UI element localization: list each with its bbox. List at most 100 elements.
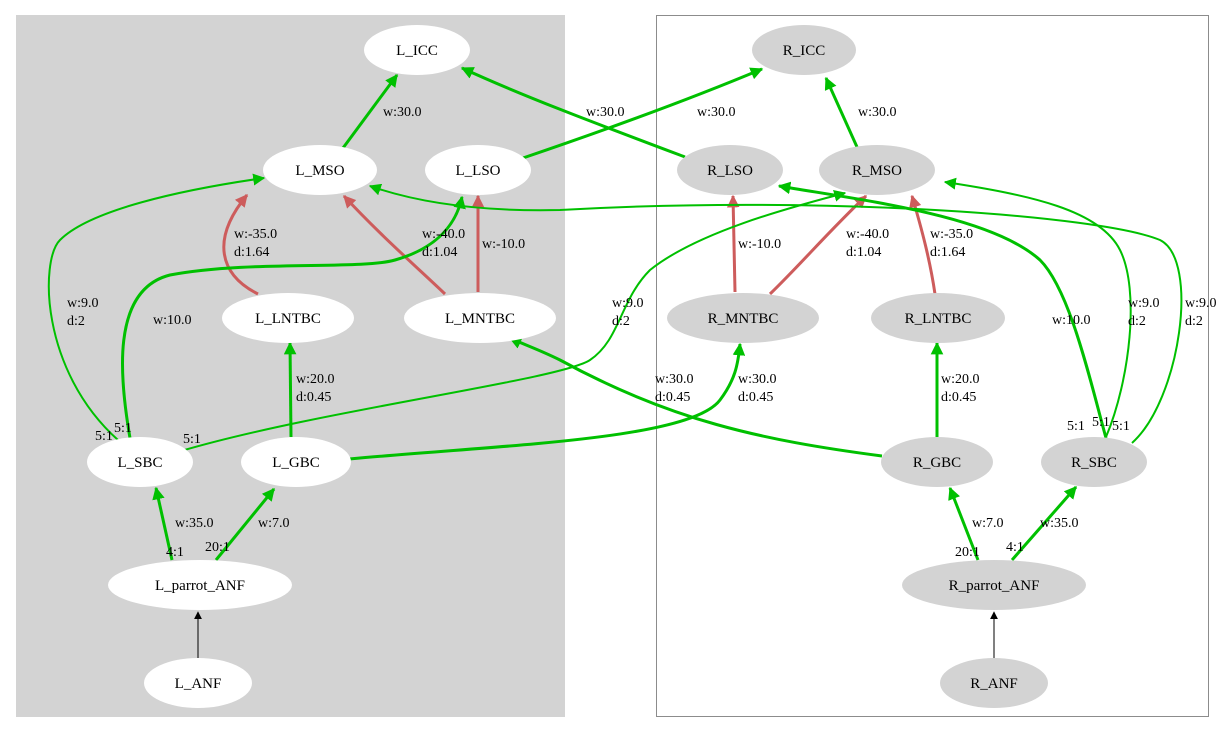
node-R_MSO[interactable]: R_MSO: [819, 145, 935, 195]
node-label-R_LNTBC: R_LNTBC: [905, 311, 972, 327]
node-L_MNTBC[interactable]: L_MNTBC: [404, 293, 556, 343]
node-shape-R_MNTBC: [667, 293, 819, 343]
node-L_LSO[interactable]: L_LSO: [425, 145, 531, 195]
node-L_SBC[interactable]: L_SBC: [87, 437, 193, 487]
node-L_ICC[interactable]: L_ICC: [364, 25, 470, 75]
node-label-L_LSO: L_LSO: [456, 163, 501, 179]
edge-label-L_GBC-to-R_MNTBC: w:30.0: [655, 372, 694, 387]
node-label-R_parrot_ANF: R_parrot_ANF: [949, 578, 1040, 594]
edge-label-R_parrot_ANF-to-R_SBC: w:35.0: [1040, 516, 1079, 531]
node-label-L_SBC: L_SBC: [117, 455, 162, 471]
edge-tail-label-R_SBC-to-R_LSO: 5:1: [1067, 419, 1085, 434]
node-label-R_SBC: R_SBC: [1071, 455, 1117, 471]
edge-label-L_parrot_ANF-to-L_SBC: w:35.0: [175, 516, 214, 531]
edge-label-R_SBC-to-R_MSO: w:9.0: [1128, 296, 1160, 311]
node-label-L_MSO: L_MSO: [295, 163, 344, 179]
edge-L_LSO-to-R_ICC: [522, 67, 764, 160]
node-L_LNTBC[interactable]: L_LNTBC: [222, 293, 354, 343]
edge-label-L_MNTBC-to-L_MSO: d:1.04: [422, 245, 457, 260]
node-shape-R_ANF: [940, 658, 1048, 708]
node-label-R_LSO: R_LSO: [707, 163, 753, 179]
node-shape-L_parrot_ANF: [108, 560, 292, 610]
node-shape-L_LSO: [425, 145, 531, 195]
node-R_ANF[interactable]: R_ANF: [940, 658, 1048, 708]
edges-layer: [47, 66, 1183, 658]
node-R_GBC[interactable]: R_GBC: [881, 437, 993, 487]
node-R_LNTBC[interactable]: R_LNTBC: [871, 293, 1005, 343]
edge-label-L_SBC-to-R_MSO: d:2: [612, 314, 630, 329]
edge-label-L_LNTBC-to-L_MSO: d:1.64: [234, 245, 269, 260]
node-L_ANF[interactable]: L_ANF: [144, 658, 252, 708]
edge-label-L_MNTBC-to-L_LSO: w:-10.0: [482, 237, 525, 252]
node-shape-L_ANF: [144, 658, 252, 708]
node-L_MSO[interactable]: L_MSO: [263, 145, 377, 195]
node-label-R_MSO: R_MSO: [852, 163, 902, 179]
node-label-L_GBC: L_GBC: [272, 455, 320, 471]
edge-tail-label-L_SBC-to-L_LSO: 5:1: [114, 421, 132, 436]
edge-tail-label-L_SBC-to-R_MSO: 5:1: [183, 432, 201, 447]
node-R_parrot_ANF[interactable]: R_parrot_ANF: [902, 560, 1086, 610]
edge-label-L_MNTBC-to-L_MSO: w:-40.0: [422, 227, 465, 242]
edge-label-L_SBC-to-L_MSO: w:9.0: [67, 296, 99, 311]
node-R_SBC[interactable]: R_SBC: [1041, 437, 1147, 487]
edge-R_MSO-to-R_ICC: [824, 76, 859, 148]
right-cluster: [656, 15, 1209, 717]
node-R_MNTBC[interactable]: R_MNTBC: [667, 293, 819, 343]
edge-label-R_LSO-to-L_ICC: w:30.0: [586, 105, 625, 120]
edge-R_SBC-to-R_MSO: [943, 177, 1132, 438]
node-shape-R_parrot_ANF: [902, 560, 1086, 610]
edge-L_SBC-to-L_LSO: [120, 195, 466, 439]
node-R_LSO[interactable]: R_LSO: [677, 145, 783, 195]
edge-label-L_LSO-to-R_ICC: w:30.0: [697, 105, 736, 120]
node-shape-R_GBC: [881, 437, 993, 487]
edge-tail-label-R_parrot_ANF-to-R_GBC: 20:1: [955, 545, 980, 560]
edge-R_GBC-to-L_MNTBC: [508, 336, 883, 458]
edge-label-R_GBC-to-L_MNTBC: d:0.45: [738, 390, 773, 405]
node-R_ICC[interactable]: R_ICC: [752, 25, 856, 75]
edge-L_MNTBC-to-L_MSO: [342, 194, 447, 296]
edge-label-R_SBC-to-R_LSO: w:10.0: [1052, 313, 1091, 328]
edge-label-R_SBC-to-L_MSO: w:9.0: [1185, 296, 1217, 311]
edge-label-L_GBC-to-R_MNTBC: d:0.45: [655, 390, 690, 405]
edge-L_GBC-to-L_LNTBC: [283, 341, 297, 438]
node-L_parrot_ANF[interactable]: L_parrot_ANF: [108, 560, 292, 610]
node-shape-R_ICC: [752, 25, 856, 75]
edge-label-L_parrot_ANF-to-L_GBC: w:7.0: [258, 516, 290, 531]
edge-R_parrot_ANF-to-R_SBC: [1010, 486, 1078, 561]
edge-tail-label-L_SBC-to-L_MSO: 5:1: [95, 429, 113, 444]
edge-L_SBC-to-L_MSO: [47, 173, 266, 441]
node-shape-L_GBC: [241, 437, 351, 487]
edge-label-L_LNTBC-to-L_MSO: w:-35.0: [234, 227, 277, 242]
edge-label-L_SBC-to-R_MSO: w:9.0: [612, 296, 644, 311]
node-label-L_ICC: L_ICC: [396, 43, 438, 59]
edge-label-R_LNTBC-to-R_MSO: d:1.64: [930, 245, 965, 260]
edge-label-R_LNTBC-to-R_MSO: w:-35.0: [930, 227, 973, 242]
node-label-L_LNTBC: L_LNTBC: [255, 311, 321, 327]
edge-L_SBC-to-R_MSO: [180, 189, 847, 452]
edge-L_LNTBC-to-L_MSO: [222, 194, 259, 296]
edge-tail-label-L_parrot_ANF-to-L_SBC: 4:1: [166, 545, 184, 560]
node-label-L_ANF: L_ANF: [175, 676, 222, 692]
node-shape-L_MNTBC: [404, 293, 556, 343]
edge-label-R_MNTBC-to-R_LSO: w:-10.0: [738, 237, 781, 252]
edge-L_MSO-to-L_ICC: [341, 73, 399, 149]
edge-label-R_MNTBC-to-R_MSO: w:-40.0: [846, 227, 889, 242]
node-label-R_ANF: R_ANF: [970, 676, 1018, 692]
edge-label-R_parrot_ANF-to-R_GBC: w:7.0: [972, 516, 1004, 531]
edge-label-R_GBC-to-R_LNTBC: w:20.0: [941, 372, 980, 387]
node-L_GBC[interactable]: L_GBC: [241, 437, 351, 487]
edge-L_parrot_ANF-to-L_SBC: [152, 486, 174, 561]
node-label-L_MNTBC: L_MNTBC: [445, 311, 515, 327]
edge-label-L_MSO-to-L_ICC: w:30.0: [383, 105, 422, 120]
edge-R_SBC-to-R_LSO: [777, 181, 1108, 439]
node-shape-R_MSO: [819, 145, 935, 195]
edge-L_parrot_ANF-to-L_GBC: [214, 488, 276, 561]
edge-tail-label-R_SBC-to-R_MSO: 5:1: [1092, 415, 1110, 430]
nodes-layer: L_ICC L_MSO L_LSO L_LNTBC L_MNTBC L_SBC L_GBC L…: [87, 25, 1147, 708]
node-shape-L_LNTBC: [222, 293, 354, 343]
edge-label-L_GBC-to-L_LNTBC: d:0.45: [296, 390, 331, 405]
edge-R_parrot_ANF-to-R_GBC: [948, 486, 980, 561]
edge-label-R_SBC-to-R_MSO: d:2: [1128, 314, 1146, 329]
node-label-R_ICC: R_ICC: [783, 43, 826, 59]
